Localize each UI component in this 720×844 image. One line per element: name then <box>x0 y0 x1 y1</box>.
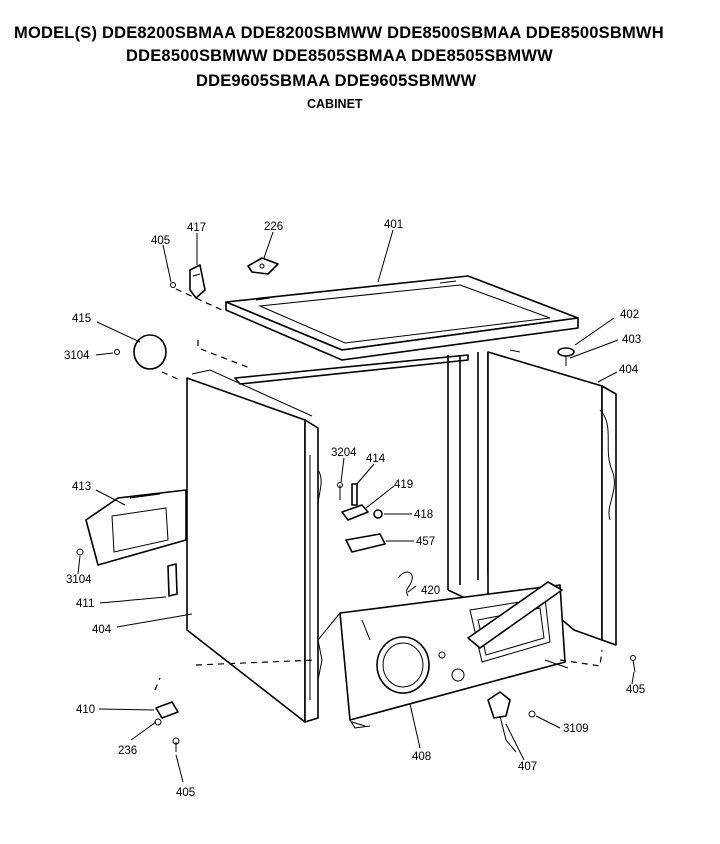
leader-lines <box>77 229 635 783</box>
part-413-bracket <box>76 489 187 566</box>
label-410: 410 <box>76 704 95 716</box>
part-226-clip <box>247 257 279 275</box>
assembly-guide-lines <box>154 288 603 691</box>
part-419-catch <box>341 504 369 521</box>
part-405-screw-bottom <box>172 737 180 752</box>
label-402: 402 <box>620 309 639 321</box>
base-brace-drawing <box>467 581 563 649</box>
part-457-bracket <box>345 533 386 553</box>
label-415: 415 <box>72 313 91 325</box>
part-405-screw-right <box>630 655 636 673</box>
part-417-bracket <box>189 264 206 299</box>
label-408: 408 <box>412 751 431 763</box>
part-414-pin <box>351 483 358 506</box>
label-3104-top: 3104 <box>64 350 90 362</box>
label-3109: 3109 <box>563 723 589 735</box>
label-3104-low: 3104 <box>66 574 92 586</box>
part-415-cover <box>114 334 167 370</box>
label-401: 401 <box>384 219 403 231</box>
label-405-right: 405 <box>626 684 645 696</box>
label-3204: 3204 <box>331 447 357 459</box>
part-405-screw-top <box>170 282 176 288</box>
label-418: 418 <box>414 509 433 521</box>
label-457: 457 <box>416 536 435 548</box>
top-panel-drawing <box>225 275 579 361</box>
label-404-left: 404 <box>92 624 112 636</box>
part-410-latch <box>154 701 179 726</box>
left-side-panel-drawing <box>186 369 323 723</box>
label-414: 414 <box>366 453 386 465</box>
part-407-switch <box>487 691 536 753</box>
models-line-1: MODEL(S) DDE8200SBMAA DDE8200SBMWW DDE85… <box>14 24 664 42</box>
part-420-wire <box>397 571 413 597</box>
part-411-spacer <box>167 563 178 597</box>
part-418-nut <box>373 509 383 519</box>
label-405-bottom: 405 <box>176 787 195 799</box>
label-411: 411 <box>76 598 94 610</box>
label-419: 419 <box>394 479 413 491</box>
label-404-right: 404 <box>619 364 639 376</box>
label-413: 413 <box>72 481 91 493</box>
part-3204-pin <box>337 482 343 500</box>
part-402-403-glide <box>557 347 575 366</box>
models-line-3: DDE9605SBMAA DDE9605SBMWW <box>196 72 477 90</box>
label-236: 236 <box>118 745 137 757</box>
label-420: 420 <box>421 585 440 597</box>
label-403: 403 <box>622 334 641 346</box>
label-417: 417 <box>187 222 206 234</box>
part-labels: 405 417 226 401 415 3104 402 403 404 320… <box>64 219 645 799</box>
label-226: 226 <box>264 221 283 233</box>
label-405-top: 405 <box>151 235 170 247</box>
section-title: CABINET <box>307 97 363 111</box>
label-407: 407 <box>518 761 537 773</box>
models-line-2: DDE8500SBMWW DDE8505SBMAA DDE8505SBMWW <box>126 47 553 65</box>
